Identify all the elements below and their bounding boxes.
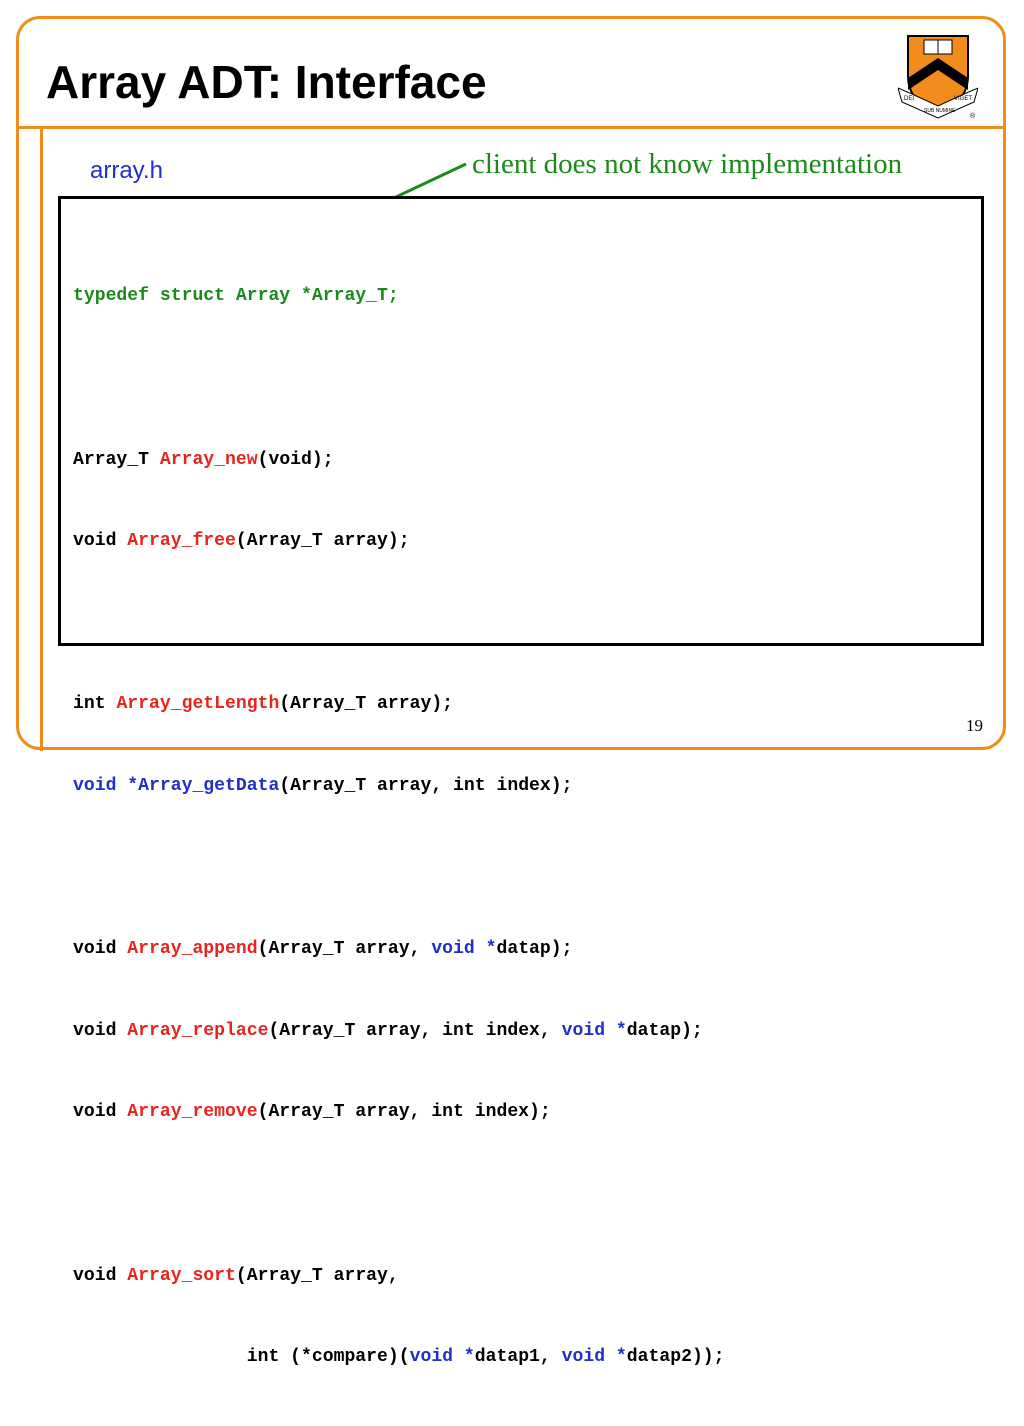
code-line: void Array_append(Array_T array, void *d…	[73, 936, 725, 963]
code-token: int	[73, 694, 117, 715]
code-line: Array_T Array_new(void);	[73, 447, 725, 474]
logo-motto-right: VIGET	[954, 96, 972, 102]
code-token: void	[73, 1020, 128, 1041]
function-name: Array_append	[127, 939, 258, 960]
left-rule	[40, 127, 43, 751]
code-token: (Array_T array, int index,	[268, 1020, 562, 1041]
typedef-declaration: typedef struct Array *Array_T;	[73, 286, 399, 307]
annotation-text: client does not know implementation	[472, 148, 903, 180]
code-keyword-blue: void *	[561, 1020, 627, 1041]
title-divider	[16, 126, 1006, 129]
code-token: (Array_T array, int index);	[257, 1102, 551, 1123]
code-token: (void);	[257, 449, 334, 470]
function-name: Array_free	[127, 531, 236, 552]
code-line: void Array_remove(Array_T array, int ind…	[73, 1099, 725, 1126]
code-token: void	[73, 1265, 128, 1286]
code-token: (Array_T array,	[235, 1265, 399, 1286]
code-blank-line	[73, 855, 725, 882]
code-line: void Array_replace(Array_T array, int in…	[73, 1018, 725, 1045]
shield-ribbon	[898, 87, 978, 119]
code-token: Array_T	[73, 449, 160, 470]
function-name: Array_remove	[127, 1102, 258, 1123]
code-block: typedef struct Array *Array_T; Array_T A…	[73, 229, 725, 1426]
file-name-label: array.h	[90, 157, 163, 184]
code-token: int (*compare)(	[73, 1347, 410, 1368]
code-line: void Array_free(Array_T array);	[73, 528, 725, 555]
code-token: datap);	[626, 1020, 703, 1041]
code-token: (Array_T array, int index);	[279, 775, 573, 796]
code-keyword-blue: void *	[431, 939, 497, 960]
code-token: (Array_T array);	[279, 694, 454, 715]
shield-chevron	[908, 58, 968, 90]
function-name: Array_replace	[127, 1020, 269, 1041]
code-token: void	[73, 939, 128, 960]
code-keyword-blue: void *	[409, 1347, 475, 1368]
code-blank-line	[73, 1181, 725, 1208]
slide-title: Array ADT: Interface	[46, 56, 487, 108]
code-line: int Array_getLength(Array_T array);	[73, 691, 725, 718]
code-box: typedef struct Array *Array_T; Array_T A…	[58, 196, 984, 1367]
page-number: 19	[966, 716, 983, 735]
logo-motto-bottom: SUB NUMINE	[924, 108, 956, 114]
code-token: datap2));	[626, 1347, 725, 1368]
registered-mark: ®	[970, 112, 976, 120]
function-name: Array_sort	[127, 1265, 236, 1286]
code-keyword-blue: void *Array_getData	[73, 775, 280, 796]
code-blank-line	[73, 610, 725, 637]
code-token: (Array_T array,	[257, 939, 432, 960]
logo-motto-left: DEI	[904, 96, 914, 102]
code-token: datap1,	[474, 1347, 562, 1368]
code-token: (Array_T array);	[235, 531, 410, 552]
code-token: datap);	[496, 939, 573, 960]
code-token: void	[73, 1102, 128, 1123]
code-line: void *Array_getData(Array_T array, int i…	[73, 773, 725, 800]
code-line: typedef struct Array *Array_T;	[73, 283, 725, 310]
code-line: void Array_sort(Array_T array,	[73, 1263, 725, 1290]
function-name: Array_getLength	[116, 694, 280, 715]
princeton-shield-logo: DEI VIGET SUB NUMINE ®	[898, 35, 978, 120]
slide-frame	[16, 16, 1006, 750]
code-keyword-blue: void *	[561, 1347, 627, 1368]
function-name: Array_new	[159, 449, 258, 470]
code-blank-line	[73, 365, 725, 392]
code-token: void	[73, 531, 128, 552]
code-line: int (*compare)(void *datap1, void *datap…	[73, 1344, 725, 1371]
